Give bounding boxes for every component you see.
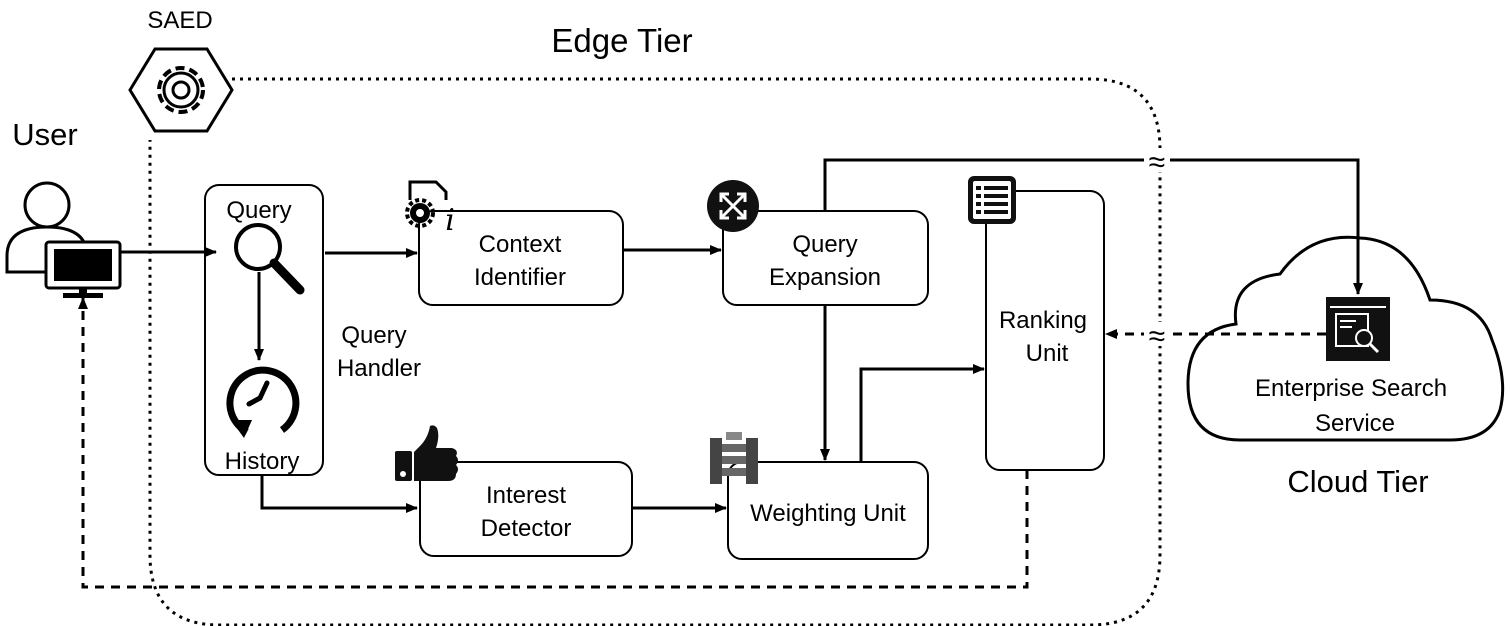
break-symbol-bottom: ≈ xyxy=(1149,320,1165,353)
list-icon xyxy=(968,176,1016,224)
interest-label-1: Interest xyxy=(486,482,566,509)
thumbs-up-icon xyxy=(395,425,458,481)
break-symbol-top: ≈ xyxy=(1149,146,1165,179)
saed-label: SAED xyxy=(147,7,212,34)
ranking-label-1: Ranking xyxy=(999,307,1087,334)
ranking-label-2: Unit xyxy=(1026,340,1069,367)
settings-info-icon: i xyxy=(405,180,455,238)
history-icon xyxy=(226,366,300,438)
expansion-label-1: Query xyxy=(792,231,857,258)
context-label-2: Identifier xyxy=(474,264,566,291)
weighting-label: Weighting Unit xyxy=(750,500,906,527)
search-icon xyxy=(234,223,305,295)
query-label: Query xyxy=(226,197,291,224)
expansion-label-2: Expansion xyxy=(769,264,881,291)
search-window-icon xyxy=(1326,297,1390,361)
svg-text:i: i xyxy=(445,203,455,238)
ess-label-1: Enterprise Search xyxy=(1255,375,1447,402)
ranking-unit-box xyxy=(985,190,1105,471)
monitor-icon xyxy=(44,240,122,298)
weighting-unit-box xyxy=(727,461,929,560)
context-label-1: Context xyxy=(479,231,562,258)
expand-icon xyxy=(707,180,759,232)
stack-icon xyxy=(710,432,758,484)
arrow-weighting-to-ranking xyxy=(859,364,985,462)
interest-label-2: Detector xyxy=(481,515,572,542)
arrow-expansion-to-cloud xyxy=(823,158,1363,295)
arrow-history-to-interest xyxy=(260,475,418,513)
edge-tier-label: Edge Tier xyxy=(551,22,692,59)
context-identifier-box xyxy=(418,210,624,306)
gear-hexagon-icon xyxy=(128,47,234,133)
arrow-ranking-to-user xyxy=(78,297,1029,589)
edge-tier-boundary xyxy=(148,77,1162,626)
user-label: User xyxy=(12,117,77,152)
cloud-tier-label: Cloud Tier xyxy=(1287,464,1428,499)
query-handler-label-2: Handler xyxy=(337,355,421,382)
history-label: History xyxy=(225,448,300,475)
query-handler-label-1: Query xyxy=(341,322,406,349)
ess-label-2: Service xyxy=(1315,410,1395,437)
